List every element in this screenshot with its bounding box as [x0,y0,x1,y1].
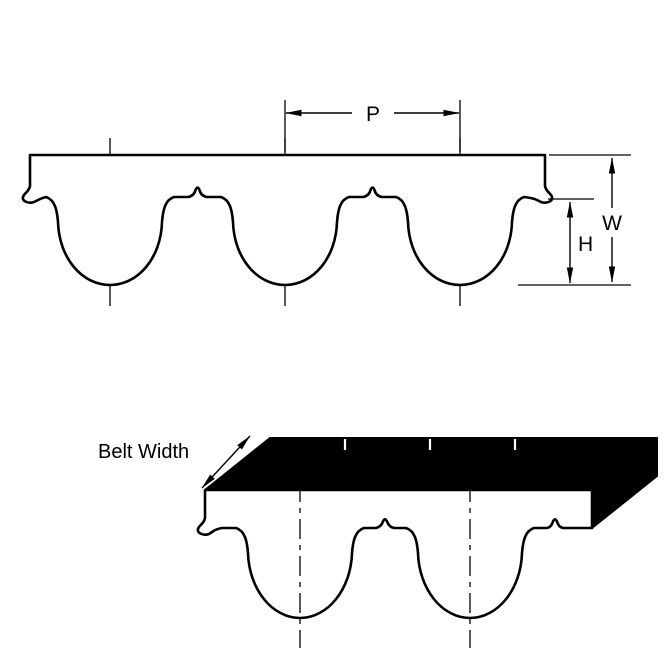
belt-width-label: Belt Width [98,441,189,463]
cross-section-view: P W H [21,100,631,312]
pitch-label: P [366,103,380,126]
belt-width-arrow [201,435,251,489]
belt-front-profile-outline [196,488,594,620]
isometric-view: Belt Width [98,435,658,648]
overall-thickness-dimension: W [518,154,631,286]
overall-thickness-label: W [602,212,622,235]
pitch-dimension: P [284,100,461,152]
belt-cross-section-outline [21,153,554,287]
tooth-height-label: H [578,233,593,256]
tooth-height-dimension: H [548,198,594,284]
belt-width-callout: Belt Width [98,435,251,489]
